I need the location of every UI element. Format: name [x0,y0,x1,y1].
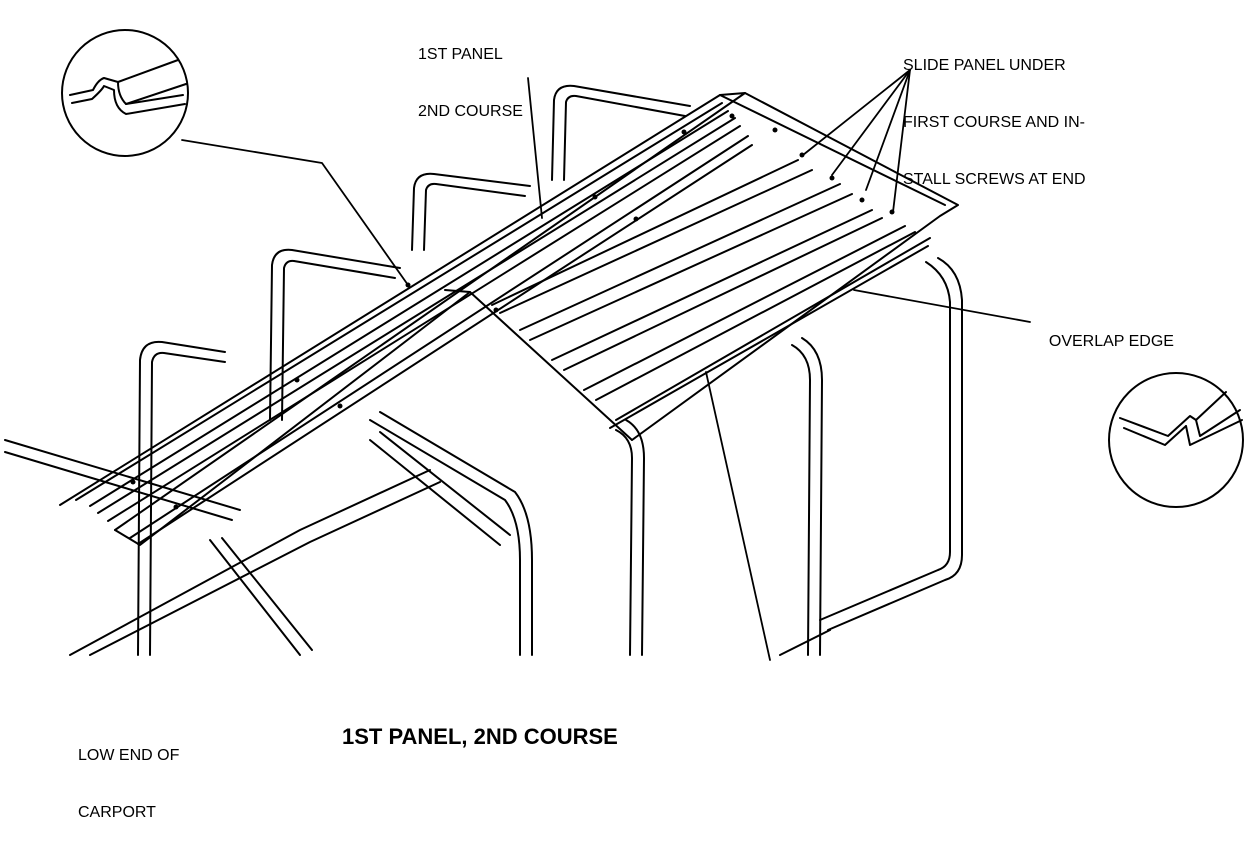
figure-caption: 1ST PANEL, 2ND COURSE [342,724,618,749]
frame-bow-3 [411,172,531,251]
label-line: FIRST COURSE AND IN- [903,114,1085,131]
label-line: OVERLAP EDGE [1048,333,1174,350]
frame-bow-1 [137,340,226,656]
label-slide-panel-under: SLIDE PANEL UNDER FIRST COURSE AND IN- S… [903,18,1086,208]
screw-dots [130,113,895,510]
label-overlap-edge: OVERLAP EDGE [1040,313,1174,351]
label-line: SLIDE PANEL UNDER [903,57,1066,74]
leader-lines [181,69,1031,661]
roof-panel-2nd-course [59,92,753,546]
label-low-end-of-carport: LOW END OF CARPORT [78,708,179,841]
detail-circle-right [1108,372,1244,508]
frame-arch-front [369,411,645,656]
label-line: CARPORT [78,804,156,821]
frame-arch-rear [791,257,963,656]
label-line: 1ST PANEL [418,46,503,63]
carport-roof-diagram [4,29,1244,661]
label-1st-panel-2nd-course: 1ST PANEL 2ND COURSE [418,7,523,140]
detail-circle-top-left [61,29,189,157]
frame-ground-rails [4,431,831,656]
label-line: STALL SCREWS AT END [903,171,1086,188]
label-line: 2ND COURSE [418,103,523,120]
frame-bow-4 [551,84,691,181]
roof-panel-1st-course [469,92,959,441]
label-line: LOW END OF [78,747,180,764]
frame-bow-2 [269,248,401,421]
